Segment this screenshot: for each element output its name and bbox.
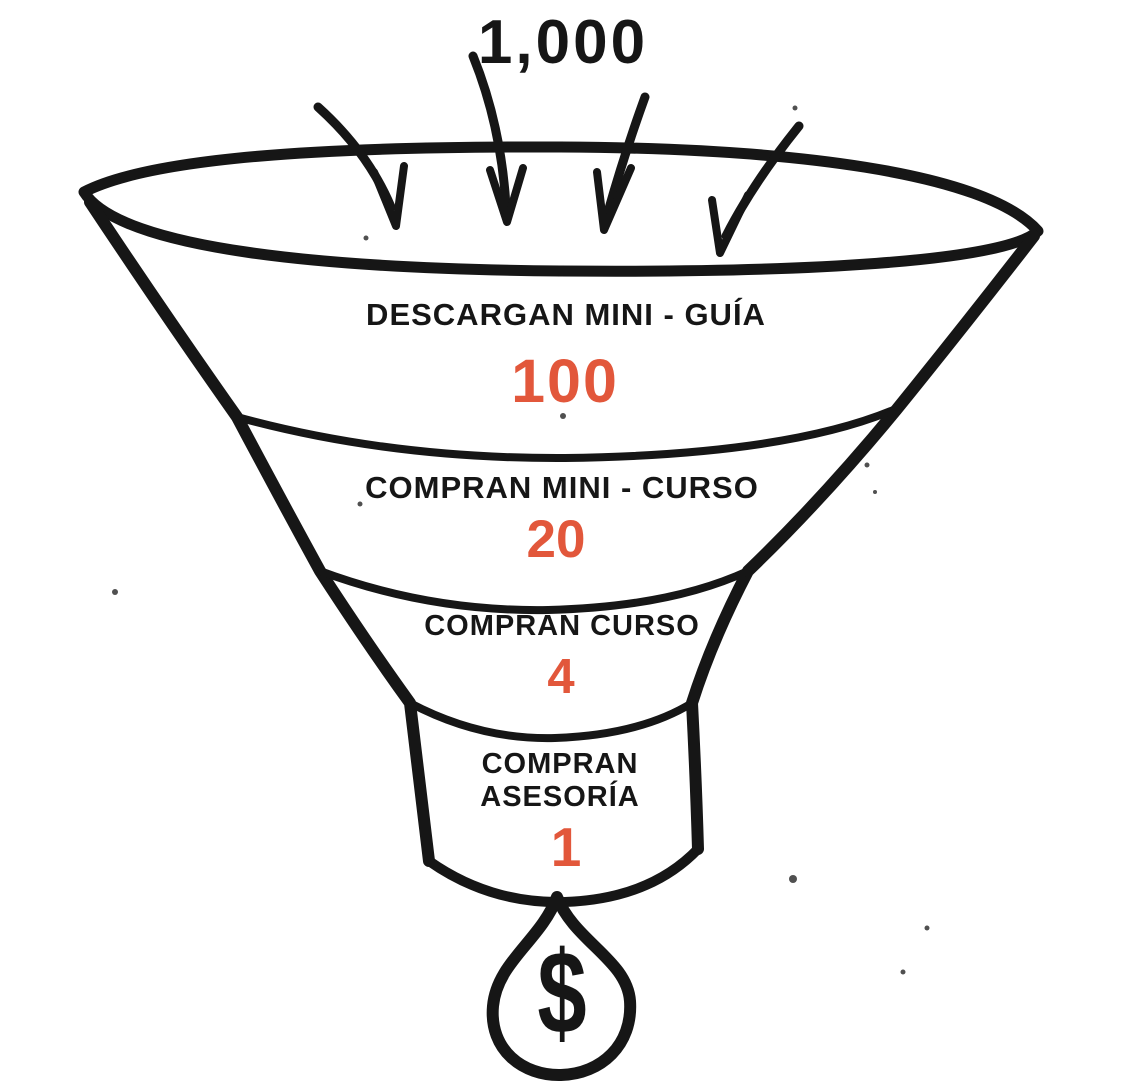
stage2-label: COMPRAN MINI - CURSO xyxy=(365,470,759,505)
funnel-left-wall xyxy=(84,196,435,867)
stage1-label: DESCARGAN MINI - GUÍA xyxy=(366,297,766,332)
divider-stage1 xyxy=(233,404,902,463)
arrow-4-head xyxy=(708,191,752,257)
arrow-3-head xyxy=(593,164,635,234)
stage3-label: COMPRAN CURSO xyxy=(424,610,700,642)
stage2-value: 20 xyxy=(526,510,586,569)
stage4-value: 1 xyxy=(550,816,582,878)
divider-stage3 xyxy=(406,699,696,743)
funnel-right-wall xyxy=(686,230,1040,855)
arrow-1-head xyxy=(370,162,408,230)
arrow-2-stem xyxy=(468,51,511,211)
entry-count: 1,000 xyxy=(477,8,649,77)
money-drop-outline xyxy=(486,891,637,1082)
stage4-label: COMPRAN ASESORÍA xyxy=(480,748,640,814)
arrow-2-head xyxy=(486,164,527,226)
dollar-sign: $ xyxy=(537,927,587,1059)
ink-specks xyxy=(112,105,930,975)
stage1-value: 100 xyxy=(511,347,619,415)
funnel-mouth-rim xyxy=(78,141,1044,277)
stage3-value: 4 xyxy=(547,650,575,704)
divider-stage2 xyxy=(316,567,752,615)
arrow-3-stem xyxy=(603,92,650,217)
